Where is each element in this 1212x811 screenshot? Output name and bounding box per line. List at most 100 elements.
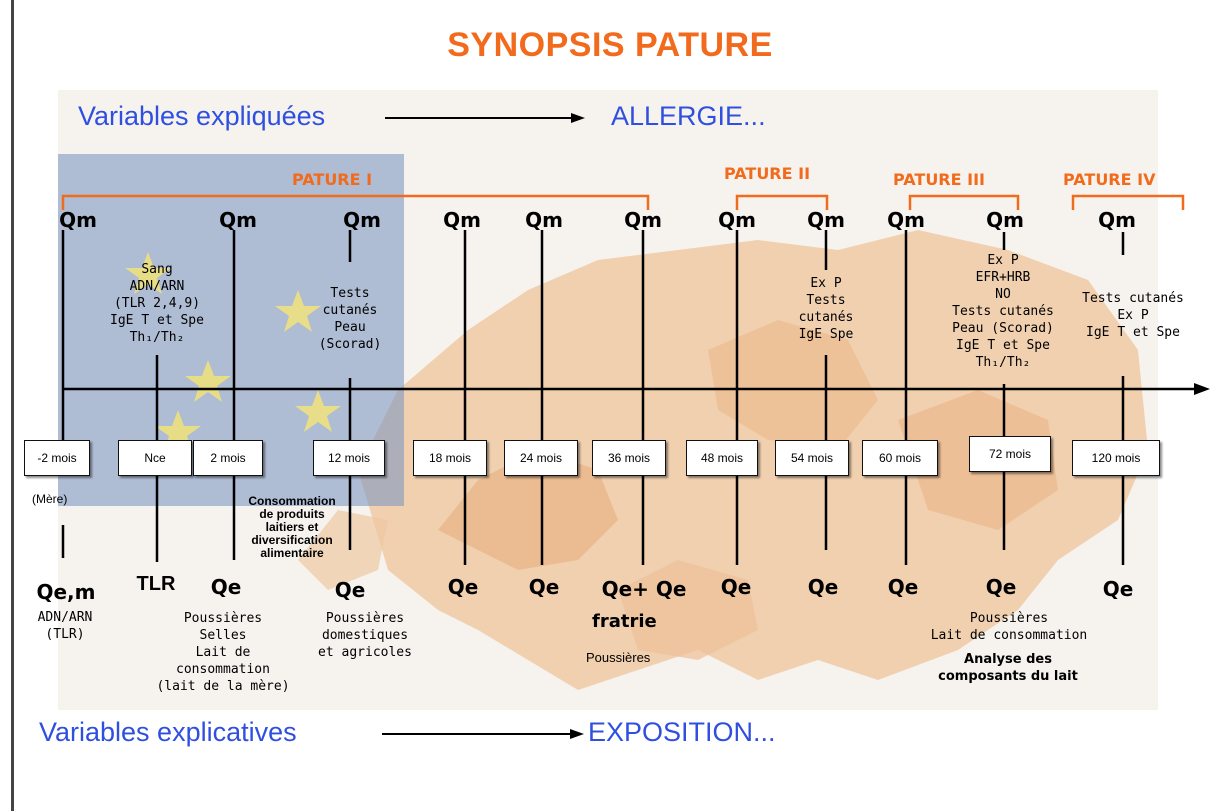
exposure-line: Poussières bbox=[183, 611, 263, 626]
exposure-line: composants du lait bbox=[938, 669, 1078, 684]
exam-line: Ex P bbox=[987, 253, 1019, 268]
exam-line: NO bbox=[995, 287, 1011, 302]
exposure-72-mois-block: Poussières Lait de consommation bbox=[914, 610, 1104, 644]
time-box: 48 mois bbox=[686, 440, 758, 476]
exposure-line: Selles bbox=[199, 628, 247, 643]
exam-line: Peau (Scorad) bbox=[952, 321, 1054, 336]
exam-72-mois-block: Ex P EFR+HRB NO Tests cutanés Peau (Scor… bbox=[933, 252, 1073, 371]
time-box: 60 mois bbox=[862, 440, 938, 476]
europe-map-background bbox=[58, 90, 1158, 710]
exam-line: (Scorad) bbox=[318, 337, 382, 352]
qe-label: Qe bbox=[528, 575, 560, 599]
exposure-line: Poussières bbox=[969, 611, 1049, 626]
qm-label: Qm bbox=[59, 208, 97, 232]
exam-line: Ex P bbox=[1117, 308, 1149, 323]
exposure-line: Lait de bbox=[195, 645, 251, 660]
exposure-line: Poussières bbox=[325, 611, 405, 626]
top-variables-label: Variables expliquées bbox=[78, 101, 326, 131]
qe-label: Qe bbox=[334, 578, 366, 602]
time-box: 24 mois bbox=[504, 440, 578, 476]
exam-line: IgE T et Spe bbox=[1086, 325, 1180, 340]
exam-line: IgE T et Spe bbox=[956, 338, 1050, 353]
top-variables-target: ALLERGIE... bbox=[611, 101, 766, 131]
exam-line: Th₁/Th₂ bbox=[975, 355, 1031, 370]
exam-line: cutanés bbox=[322, 303, 378, 318]
phase-label-pature-3: PATURE III bbox=[893, 170, 985, 189]
exposure-line: et agricoles bbox=[318, 645, 412, 660]
qe-label: Qe bbox=[447, 575, 479, 599]
consommation-block: Consommation de produits laitiers et div… bbox=[236, 495, 348, 560]
qm-label: Qm bbox=[807, 208, 845, 232]
time-box: 12 mois bbox=[313, 440, 385, 476]
qm-label: Qm bbox=[718, 208, 756, 232]
exam-line: Tests cutanés bbox=[1082, 291, 1184, 306]
exam-line: IgE T et Spe bbox=[110, 313, 204, 328]
exposure-12-mois-block: Poussières domestiques et agricoles bbox=[305, 610, 425, 661]
bottom-arrow bbox=[382, 729, 584, 739]
time-box: Nce bbox=[118, 440, 192, 476]
qe-label: Qe bbox=[1102, 577, 1134, 601]
exam-line: cutanés bbox=[798, 310, 854, 325]
time-box: 18 mois bbox=[413, 440, 487, 476]
page-title: SYNOPSIS PATURE bbox=[447, 26, 773, 64]
exam-line: Tests cutanés bbox=[952, 304, 1054, 319]
exposure-line: ADN/ARN bbox=[37, 610, 93, 625]
qm-label: Qm bbox=[986, 208, 1024, 232]
exam-54-mois-block: Ex P Tests cutanés IgE Spe bbox=[766, 275, 886, 343]
phase-label-pature-1: PATURE I bbox=[292, 170, 373, 189]
qm-label: Qm bbox=[525, 208, 563, 232]
exam-line: (TLR 2,4,9) bbox=[113, 296, 201, 311]
exam-line: Tests bbox=[806, 293, 846, 308]
consommation-line: Consommation bbox=[248, 494, 336, 508]
exam-120-mois-block: Tests cutanés Ex P IgE T et Spe bbox=[1063, 290, 1203, 341]
qm-label: Qm bbox=[887, 208, 925, 232]
exam-line: ADN/ARN bbox=[129, 279, 185, 294]
qe-label: Qe bbox=[985, 575, 1017, 599]
exam-line: Th₁/Th₂ bbox=[129, 330, 185, 345]
qm-label: Qm bbox=[219, 208, 257, 232]
time-box: 120 mois bbox=[1072, 440, 1160, 476]
exposure-2-mois-block: Poussières Selles Lait de consommation (… bbox=[148, 610, 298, 695]
exam-12-mois-block: Tests cutanés Peau (Scorad) bbox=[300, 285, 400, 353]
exposure-line: consommation bbox=[176, 662, 270, 677]
exposure-line: (lait de la mère) bbox=[156, 679, 290, 694]
exam-line: Peau bbox=[334, 320, 366, 335]
qm-label: Qm bbox=[343, 208, 381, 232]
mere-label: (Mère) bbox=[32, 492, 68, 506]
consommation-line: alimentaire bbox=[260, 546, 324, 560]
qe-label: Qe bbox=[807, 575, 839, 599]
time-box: 2 mois bbox=[193, 440, 263, 476]
phase-label-pature-4: PATURE IV bbox=[1063, 170, 1156, 189]
left-border-line bbox=[11, 0, 14, 811]
exam-line: Sang bbox=[141, 262, 173, 277]
top-arrow bbox=[385, 113, 585, 123]
exposure-72-mois-bold-block: Analyse des composants du lait bbox=[923, 651, 1093, 685]
bottom-variables-label: Variables explicatives bbox=[39, 717, 297, 747]
fratrie-label: fratrie bbox=[592, 611, 657, 632]
exposure-36-mois: Poussières bbox=[586, 650, 651, 665]
qm-label: Qm bbox=[1098, 208, 1136, 232]
qm-label: Qm bbox=[443, 208, 481, 232]
qe-label: Qe,m bbox=[36, 580, 96, 604]
qe-label: Qe bbox=[210, 575, 242, 599]
exam-line: EFR+HRB bbox=[975, 270, 1031, 285]
time-box: 72 mois bbox=[969, 436, 1051, 472]
exposure-line: (TLR) bbox=[45, 627, 85, 642]
time-box: -2 mois bbox=[24, 440, 90, 476]
qm-label: Qm bbox=[624, 208, 662, 232]
exam-line: IgE Spe bbox=[798, 327, 854, 342]
exposure-mere-block: ADN/ARN (TLR) bbox=[20, 609, 110, 643]
tlr-label: TLR bbox=[136, 573, 176, 595]
consommation-line: diversification bbox=[251, 533, 333, 547]
consommation-line: laitiers et bbox=[265, 520, 319, 534]
bottom-variables-target: EXPOSITION... bbox=[588, 717, 776, 747]
exposure-line: Lait de consommation bbox=[930, 628, 1088, 643]
exposure-line: domestiques bbox=[321, 628, 409, 643]
exam-line: Ex P bbox=[810, 276, 842, 291]
qe-label: Qe+ Qe bbox=[601, 577, 687, 601]
phase-label-pature-2: PATURE II bbox=[724, 164, 811, 183]
consommation-line: de produits bbox=[259, 507, 325, 521]
qe-label: Qe bbox=[887, 575, 919, 599]
qe-label: Qe bbox=[720, 575, 752, 599]
